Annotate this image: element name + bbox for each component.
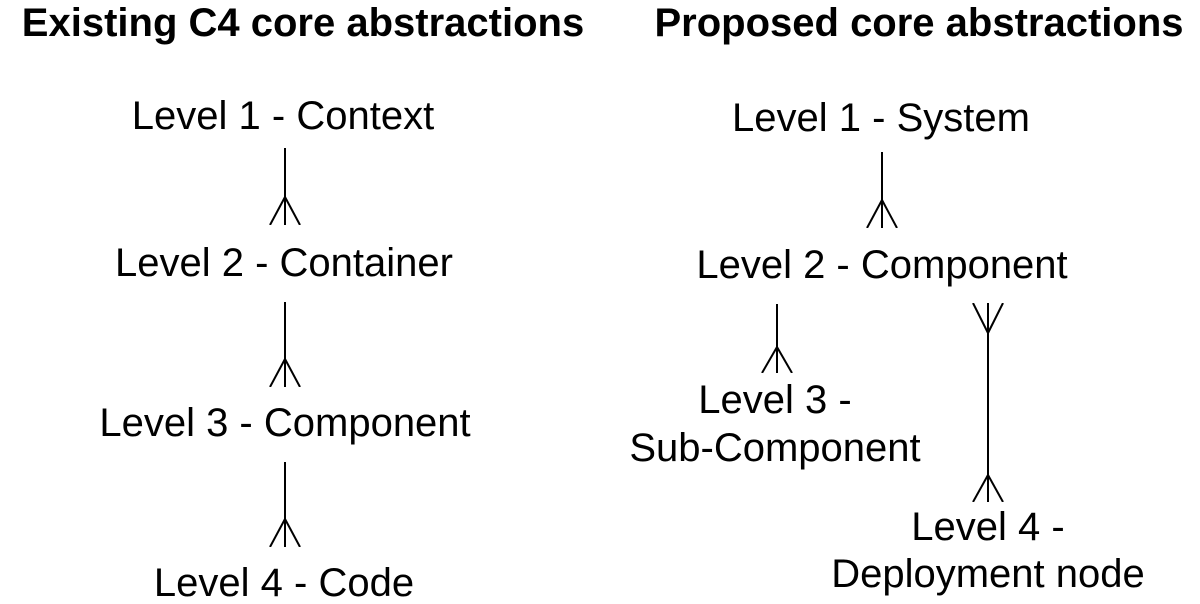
- node-level2-container: Level 2 - Container: [115, 241, 453, 285]
- node-level1-system: Level 1 - System: [732, 96, 1030, 140]
- node-level4-code: Level 4 - Code: [153, 561, 415, 604]
- crow-foot-connector-container-component: [269, 302, 301, 387]
- node-level2-component-proposed: Level 2 - Component: [696, 243, 1068, 287]
- crow-foot-connector-component-code: [269, 462, 301, 547]
- node-label-line: Level 4 -: [911, 505, 1065, 549]
- node-level3-component: Level 3 - Component: [99, 401, 471, 445]
- node-level4-deployment-node: Level 4 - Deployment node: [831, 504, 1145, 598]
- node-label-line: Sub-Component: [629, 426, 921, 470]
- crow-foot-connector-component-subcomponent: [761, 304, 793, 373]
- node-label-line: Deployment node: [831, 552, 1145, 596]
- crow-foot-connector-context-container: [269, 148, 301, 225]
- crow-foot-connector-system-component: [866, 152, 898, 228]
- proposed-panel-title: Proposed core abstractions: [654, 1, 1184, 45]
- node-level3-subcomponent: Level 3 - Sub-Component: [629, 376, 920, 472]
- existing-panel-title: Existing C4 core abstractions: [21, 1, 585, 45]
- node-label-line: Level 3 -: [698, 378, 852, 422]
- crow-foot-connector-component-deploymentnode: [972, 303, 1004, 502]
- node-level1-context: Level 1 - Context: [131, 94, 435, 138]
